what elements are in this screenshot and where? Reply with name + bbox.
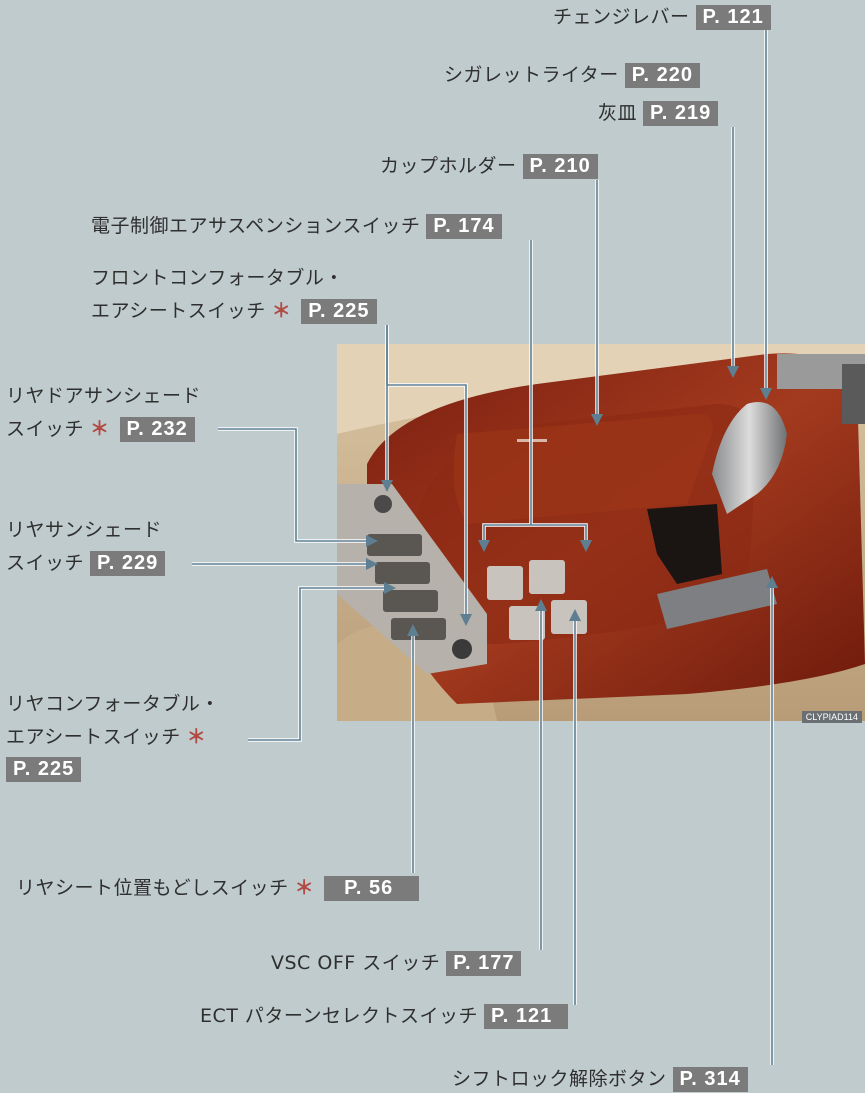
- vsc-off-text: VSC OFF スイッチ: [271, 952, 441, 974]
- ect-pattern-text: ECT パターンセレクトスイッチ: [200, 1005, 478, 1027]
- cigarette-lighter-text: シガレットライター: [444, 64, 619, 86]
- rear-door-shade-line1: リヤドアサンシェード: [6, 385, 202, 407]
- rear-seat-return-text: リヤシート位置もどしスイッチ: [16, 877, 289, 899]
- page-ref-ect-pattern[interactable]: P. 121: [483, 1004, 569, 1029]
- optional-mark: ＊: [90, 418, 110, 440]
- page-ref-rear-seat-return[interactable]: P. 56: [324, 876, 420, 901]
- page-ref-cup-holder[interactable]: P. 210: [522, 154, 598, 179]
- optional-mark: ＊: [294, 877, 315, 899]
- optional-mark: ＊: [271, 300, 292, 322]
- image-code: CLYPIAD114: [801, 711, 862, 723]
- page-ref-rear-sunshade[interactable]: P. 229: [90, 551, 166, 576]
- leader-group: [192, 30, 774, 1065]
- page-ref-change-lever[interactable]: P. 121: [695, 5, 771, 30]
- change-lever-text: チェンジレバー: [553, 6, 690, 28]
- rear-sunshade-line1: リヤサンシェード: [6, 519, 163, 541]
- air-suspension-text: 電子制御エアサスペンションスイッチ: [91, 215, 421, 237]
- page-ref-vsc-off[interactable]: P. 177: [446, 951, 522, 976]
- label-front-air-seat-line1: フロントコンフォータブル・: [91, 266, 344, 290]
- cup-holder-text: カップホルダー: [380, 155, 517, 177]
- rear-air-seat-line1: リヤコンフォータブル・: [6, 693, 220, 715]
- label-rear-air-seat-page: P. 225: [6, 757, 82, 782]
- page-ref-rear-door-shade[interactable]: P. 232: [119, 417, 195, 442]
- page-ref-rear-air-seat[interactable]: P. 225: [6, 757, 82, 782]
- optional-mark: ＊: [186, 726, 207, 748]
- ashtray-text: 灰皿: [598, 102, 638, 124]
- front-air-seat-line1: フロントコンフォータブル・: [91, 267, 344, 289]
- page-ref-air-suspension[interactable]: P. 174: [426, 214, 502, 239]
- rear-sunshade-line2: スイッチ: [6, 552, 85, 574]
- page-ref-ashtray[interactable]: P. 219: [643, 101, 719, 126]
- label-rear-air-seat-line2: エアシートスイッチ＊: [6, 725, 210, 749]
- arrowheads: [366, 366, 778, 636]
- label-rear-sunshade-line1: リヤサンシェード: [6, 518, 162, 542]
- shift-lock-text: シフトロック解除ボタン: [452, 1068, 667, 1090]
- label-rear-door-shade-line2: スイッチ＊ P. 232: [6, 417, 195, 442]
- console-photo: [337, 344, 865, 721]
- page-ref-shift-lock[interactable]: P. 314: [672, 1067, 748, 1092]
- rear-air-seat-line2: エアシートスイッチ: [6, 726, 181, 748]
- front-air-seat-line2: エアシートスイッチ: [91, 300, 266, 322]
- rear-door-shade-line2: スイッチ: [6, 418, 85, 440]
- label-front-air-seat-line2: エアシートスイッチ＊ P. 225: [91, 299, 377, 324]
- label-rear-seat-return: リヤシート位置もどしスイッチ＊ P. 56: [16, 876, 420, 901]
- label-rear-air-seat-line1: リヤコンフォータブル・: [6, 692, 220, 716]
- page-ref-front-air-seat[interactable]: P. 225: [301, 299, 377, 324]
- label-rear-door-shade-line1: リヤドアサンシェード: [6, 384, 201, 408]
- page-ref-cigarette-lighter[interactable]: P. 220: [624, 63, 700, 88]
